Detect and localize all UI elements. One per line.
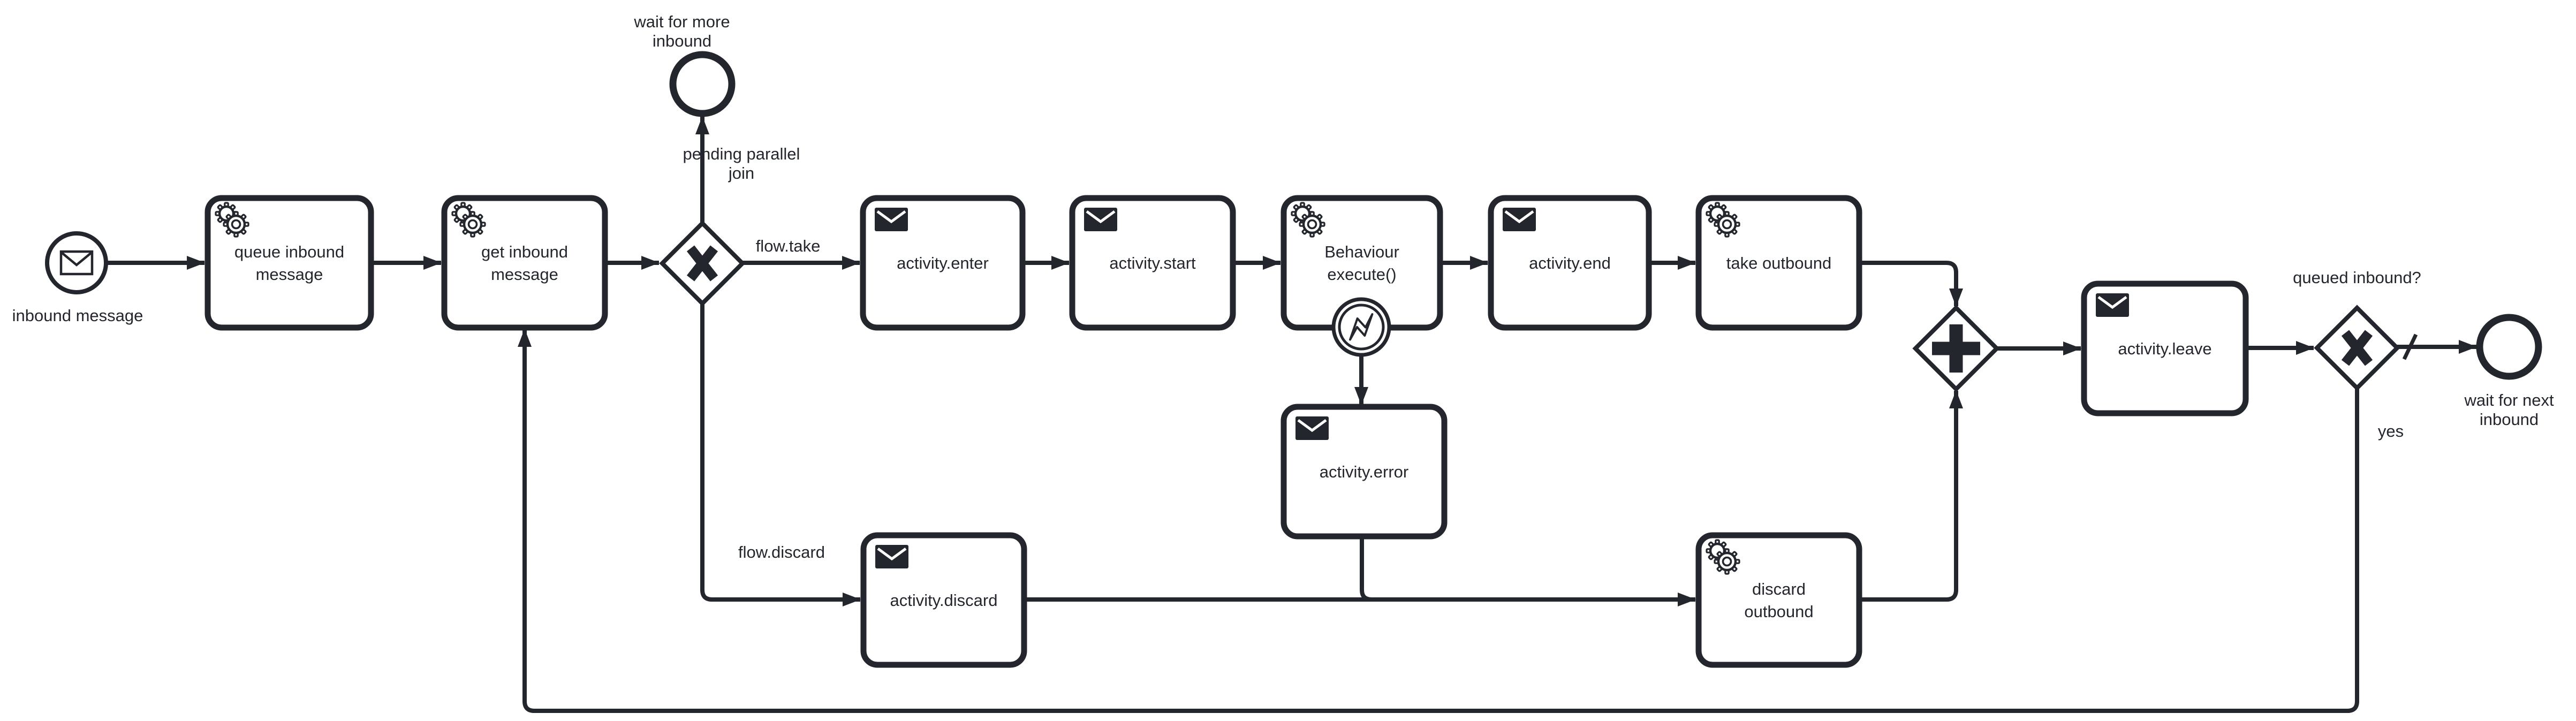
task-discard-outbound-shape[interactable] <box>1695 532 1862 668</box>
sequence-flows-layer <box>106 116 2477 713</box>
plus-gateway-icon <box>1932 324 1980 373</box>
message-icon <box>1503 208 1536 231</box>
message-icon <box>875 545 908 568</box>
flow-take-outbound-to-parallel-join-path[interactable] <box>1859 261 1963 307</box>
task-queue-inbound-message-shape[interactable] <box>204 195 374 331</box>
task-activity-end-label: activity.end <box>1529 254 1611 272</box>
flow-take-outbound-to-parallel-join[interactable] <box>1859 261 1963 307</box>
task-activity-enter[interactable]: activity.enter <box>860 195 1026 331</box>
exclusive-gateway-queued-inbound[interactable] <box>2314 305 2400 391</box>
task-activity-end[interactable]: activity.end <box>1488 195 1652 331</box>
task-take-outbound[interactable]: take outbound <box>1695 195 1862 331</box>
task-activity-start[interactable]: activity.start <box>1069 195 1236 331</box>
message-icon <box>2096 293 2129 317</box>
end-event-wait-for-more-inbound[interactable] <box>669 51 736 117</box>
message-icon <box>1295 416 1329 440</box>
end-event-circle[interactable] <box>2476 314 2542 380</box>
label: flow.take <box>756 237 821 255</box>
task-activity-error-label: activity.error <box>1320 462 1409 481</box>
task-activity-discard-label: activity.discard <box>890 591 998 610</box>
task-activity-enter-label: activity.enter <box>897 254 989 272</box>
label: flow.discard <box>738 543 825 561</box>
exclusive-gateway-split[interactable] <box>659 220 746 307</box>
service-gears-icon <box>1291 202 1325 238</box>
flow-discard-path[interactable] <box>700 303 861 606</box>
flow-activity-error-merge-path[interactable] <box>1360 536 1392 602</box>
parallel-gateway-join[interactable] <box>1912 305 2000 392</box>
boundary-error-event[interactable] <box>1331 297 1391 357</box>
task-get-inbound-message-shape[interactable] <box>441 195 608 331</box>
service-gears-icon <box>1706 202 1740 238</box>
label: yes <box>2378 422 2404 441</box>
flow-yes-loop-back-path[interactable] <box>518 329 2359 713</box>
flow-discard-outbound-to-parallel-join[interactable] <box>1859 390 1963 602</box>
label: queued inbound? <box>2293 268 2421 287</box>
end-event-circle[interactable] <box>669 51 736 117</box>
service-gears-icon <box>215 202 249 238</box>
service-gears-icon <box>1706 539 1740 575</box>
x-gateway-icon <box>2341 330 2373 366</box>
service-gears-icon <box>451 202 486 238</box>
error-lightning-icon <box>1349 313 1374 341</box>
task-take-outbound-label: take outbound <box>1726 254 1832 272</box>
task-take-outbound-shape[interactable] <box>1695 195 1862 331</box>
message-outline-icon <box>59 250 94 276</box>
task-activity-discard[interactable]: activity.discard <box>860 532 1027 668</box>
task-activity-leave[interactable]: activity.leave <box>2081 280 2249 416</box>
flow-activity-error-merge[interactable] <box>1360 536 1392 602</box>
message-icon <box>1084 208 1117 231</box>
flow-yes-loop-back[interactable] <box>518 329 2359 713</box>
task-activity-leave-label: activity.leave <box>2118 339 2211 358</box>
task-activity-start-label: activity.start <box>1109 254 1196 272</box>
task-activity-error[interactable]: activity.error <box>1281 404 1448 540</box>
end-event-wait-for-next-inbound[interactable] <box>2476 314 2542 380</box>
x-gateway-icon <box>686 245 718 282</box>
start-event-inbound-message[interactable] <box>45 231 108 294</box>
message-icon <box>875 208 908 231</box>
label: inbound message <box>12 306 143 325</box>
default-flow-slash-icon <box>2402 333 2418 360</box>
flow-discard-outbound-to-parallel-join-path[interactable] <box>1859 390 1963 602</box>
flow-discard[interactable] <box>700 303 861 606</box>
flow-default-to-wait-next[interactable] <box>2397 333 2477 360</box>
